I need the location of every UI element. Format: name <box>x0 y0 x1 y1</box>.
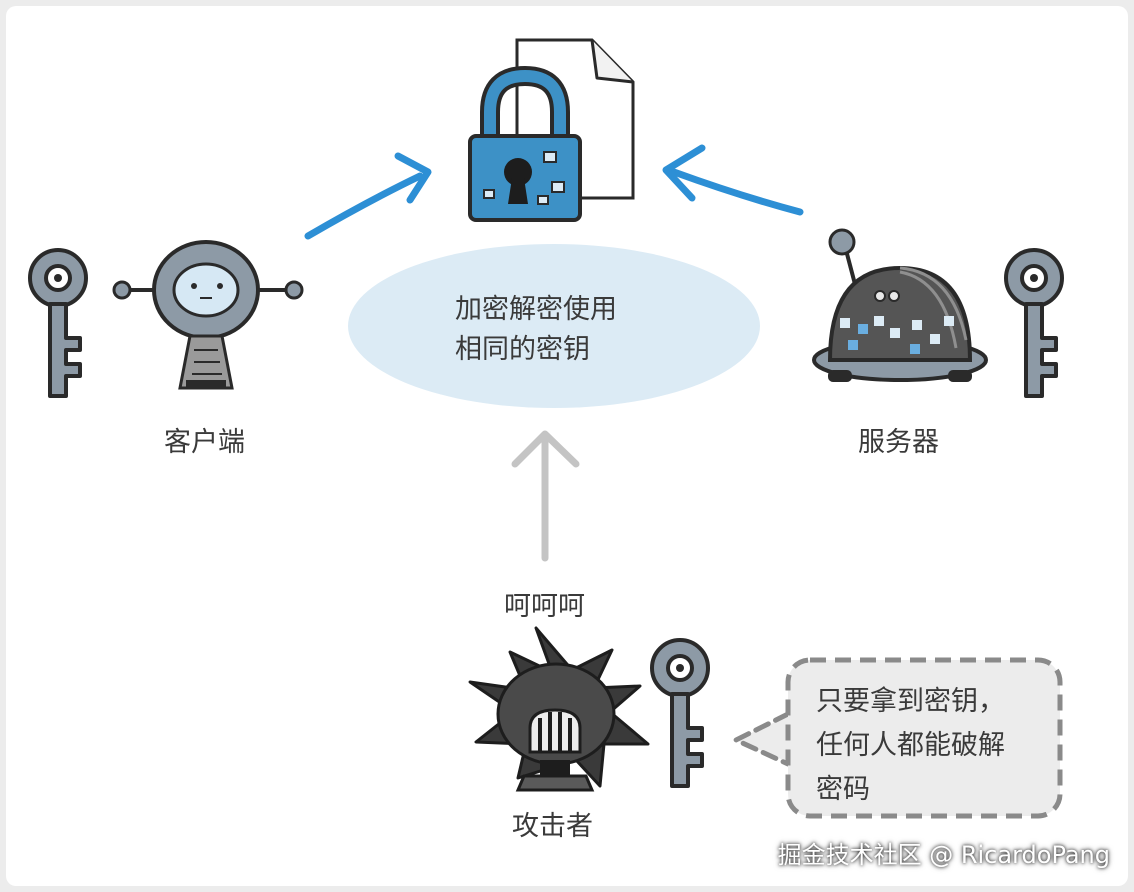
shared-key-note: 加密解密使用 相同的密钥 <box>455 290 675 370</box>
speech-bubble <box>730 657 1063 819</box>
bubble-line: 只要拿到密钥， <box>816 686 1005 717</box>
key-icon <box>1004 248 1064 398</box>
bubble-line: 密码 <box>816 774 870 805</box>
server-to-lock-arrow <box>662 144 804 216</box>
speech-bubble-text: 只要拿到密钥， 任何人都能破解 密码 <box>816 680 1056 812</box>
server-label: 服务器 <box>858 427 939 458</box>
note-line: 加密解密使用 <box>455 294 617 325</box>
lock-icon <box>468 65 582 222</box>
shared-key-ellipse <box>348 244 760 408</box>
attacker-to-ellipse-arrow <box>511 430 580 562</box>
attacker-icon <box>468 626 650 792</box>
client-label: 客户端 <box>164 427 245 458</box>
watermark: 掘金技术社区 @ RicardoPang <box>777 841 1110 869</box>
client-robot-icon <box>112 240 304 390</box>
attacker-exclaim: 呵呵呵 <box>504 591 585 622</box>
key-icon <box>650 638 710 788</box>
attacker-label: 攻击者 <box>512 811 593 842</box>
server-robot-icon <box>812 228 988 382</box>
key-icon <box>28 248 88 398</box>
note-line: 相同的密钥 <box>455 334 590 365</box>
bubble-line: 任何人都能破解 <box>816 730 1005 761</box>
client-to-lock-arrow <box>304 152 432 240</box>
